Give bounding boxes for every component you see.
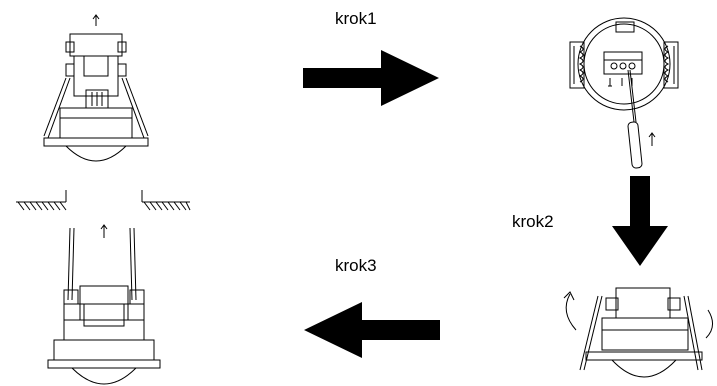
- step1-label: krok1: [335, 9, 377, 28]
- step2-label: krok2: [512, 212, 554, 231]
- spring-coil-left: [578, 45, 584, 83]
- step3-label: krok3: [335, 256, 377, 275]
- ceiling-left: [16, 190, 67, 211]
- insert-arrow-icon: [100, 224, 108, 238]
- rotate-right-icon: [705, 309, 713, 339]
- sensor-insert-figure: [47, 224, 161, 385]
- spring-coil-right: [664, 45, 670, 83]
- rotate-left-icon: [563, 291, 577, 331]
- screwdriver-icon: [627, 69, 643, 169]
- step3-arrow: [304, 302, 440, 358]
- lift-arrow-icon: [92, 14, 100, 26]
- sensor-top-view-figure: [569, 17, 679, 169]
- sensor-rotating-figure: [563, 287, 713, 378]
- push-arrow-icon: [648, 132, 656, 146]
- step2-arrow: [612, 176, 668, 266]
- ceiling-cutout-figure: [16, 190, 191, 211]
- step1-arrow: [303, 50, 439, 106]
- ceiling-right: [141, 190, 191, 211]
- sensor-assembled-figure: [43, 14, 149, 162]
